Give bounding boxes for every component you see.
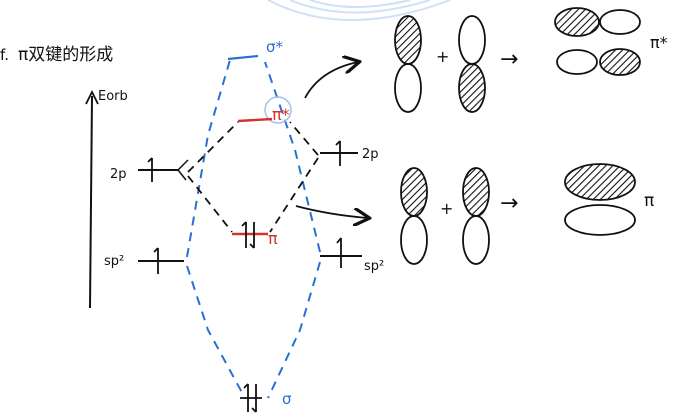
reaction-arrow-2: →: [500, 191, 518, 216]
left-2p-electron: [147, 157, 153, 182]
pi-star-orbital: [554, 7, 641, 76]
sigma-star-level: [227, 54, 259, 61]
plus-sign-2: +: [440, 199, 453, 218]
left-sp2-label: sp²: [104, 254, 124, 269]
sigma-star-label: σ*: [266, 38, 284, 56]
right-sp2-electron: [336, 237, 342, 268]
left-2p-label: 2p: [110, 167, 127, 182]
pi-result-label: π: [644, 191, 654, 211]
pi-star-label: π*: [272, 105, 290, 124]
watermark-arcs: [267, 0, 451, 21]
heading-prefix: f.: [0, 46, 9, 64]
plus-sign-1: +: [436, 47, 449, 66]
pi-orbital: [564, 163, 636, 236]
right-2p-label: 2p: [362, 147, 379, 162]
sigma-label: σ: [282, 390, 292, 408]
arrow-to-bonding: [295, 205, 368, 218]
p-orbital-3: [400, 167, 428, 265]
energy-axis: [85, 89, 99, 309]
left-sp2-electron: [153, 247, 159, 274]
bonding-row: + → π: [400, 163, 654, 265]
antibonding-row: + → π*: [394, 7, 668, 113]
pi-star-highlight: [264, 96, 292, 124]
pi-star-result-label: π*: [650, 33, 668, 52]
energy-axis-label: Eorb: [98, 89, 128, 104]
right-atom-levels: 2p sp²: [320, 140, 384, 274]
pi-star-level: [237, 117, 273, 123]
pi-correlation-lines: [187, 121, 319, 233]
pi-label: π: [268, 229, 278, 248]
arrow-to-antibonding: [304, 62, 358, 99]
p-orbital-4: [462, 167, 490, 265]
reaction-arrow-1: →: [500, 47, 518, 72]
p-orbital-1: [394, 15, 422, 113]
sigma-correlation-lines: [186, 59, 321, 399]
diagram-heading: π双键的形成: [18, 45, 113, 65]
pi-electrons: [241, 221, 255, 249]
p-orbital-2: [458, 15, 486, 113]
sigma-electrons: [243, 383, 257, 413]
right-sp2-label: sp²: [364, 259, 384, 274]
right-2p-electron: [335, 140, 341, 166]
left-atom-levels: 2p sp²: [104, 157, 189, 274]
